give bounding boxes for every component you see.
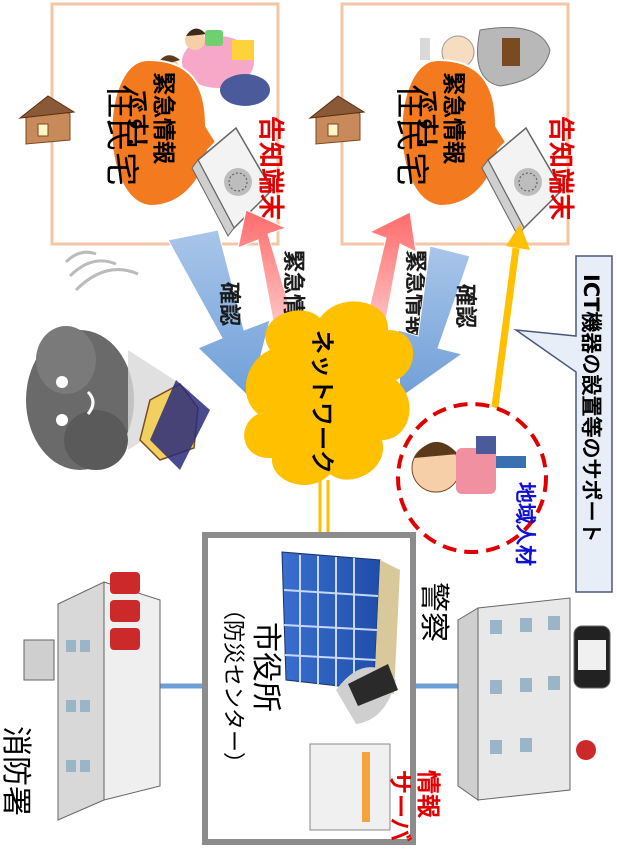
police-station-icon xyxy=(457,597,611,801)
speech-bubble xyxy=(400,58,508,208)
terminal-device-icon xyxy=(481,126,563,237)
house-icon xyxy=(18,95,76,145)
residence-title: 住民宅 xyxy=(101,84,141,186)
support-label: ICT機器の設置等のサポート xyxy=(579,274,603,543)
fire-station-label: 消防署 xyxy=(0,726,33,816)
network-cloud xyxy=(244,301,414,485)
support-callout xyxy=(513,255,613,593)
residence-left: 緊急情報 です！ 住民宅 告知端末 xyxy=(18,2,285,246)
connection-lines xyxy=(160,480,462,689)
house-icon xyxy=(308,95,366,145)
local-person xyxy=(396,402,548,554)
confirm-label-right: 確認 xyxy=(452,284,478,328)
residence-title: 住民宅 xyxy=(391,84,431,186)
server-label-line1: 情報 xyxy=(414,770,442,819)
tornado-disaster-icon xyxy=(26,326,210,470)
server-label-line2: サーバ xyxy=(386,770,414,842)
police-label: 警察 xyxy=(416,582,451,642)
network-label: ネットワーク xyxy=(308,330,336,474)
sound-wave-icon xyxy=(64,250,139,292)
bubble-line2: です！ xyxy=(414,90,440,159)
speech-bubble xyxy=(110,58,218,208)
city-hall-building-icon xyxy=(281,551,400,831)
terminal-label: 告知端末 xyxy=(545,116,575,221)
bubble-line2: です！ xyxy=(124,90,150,159)
confirm-label-left: 確認 xyxy=(216,282,242,326)
terminal-device-icon xyxy=(191,126,273,237)
confirm-arrow-right xyxy=(397,245,471,399)
city-hall-subname: （防災センター） xyxy=(220,598,245,774)
local-person-label: 地域人材 xyxy=(513,482,537,566)
support-arrow xyxy=(490,224,530,415)
residence-right: 緊急情報 です！ 住民宅 告知端末 xyxy=(308,2,575,246)
bubble-line1: 緊急情報 xyxy=(150,72,177,165)
fire-station-icon xyxy=(23,572,161,821)
terminal-label: 告知端末 xyxy=(255,116,285,221)
bubble-line1: 緊急情報 xyxy=(440,72,467,165)
city-hall-name: 市役所 xyxy=(248,622,283,712)
